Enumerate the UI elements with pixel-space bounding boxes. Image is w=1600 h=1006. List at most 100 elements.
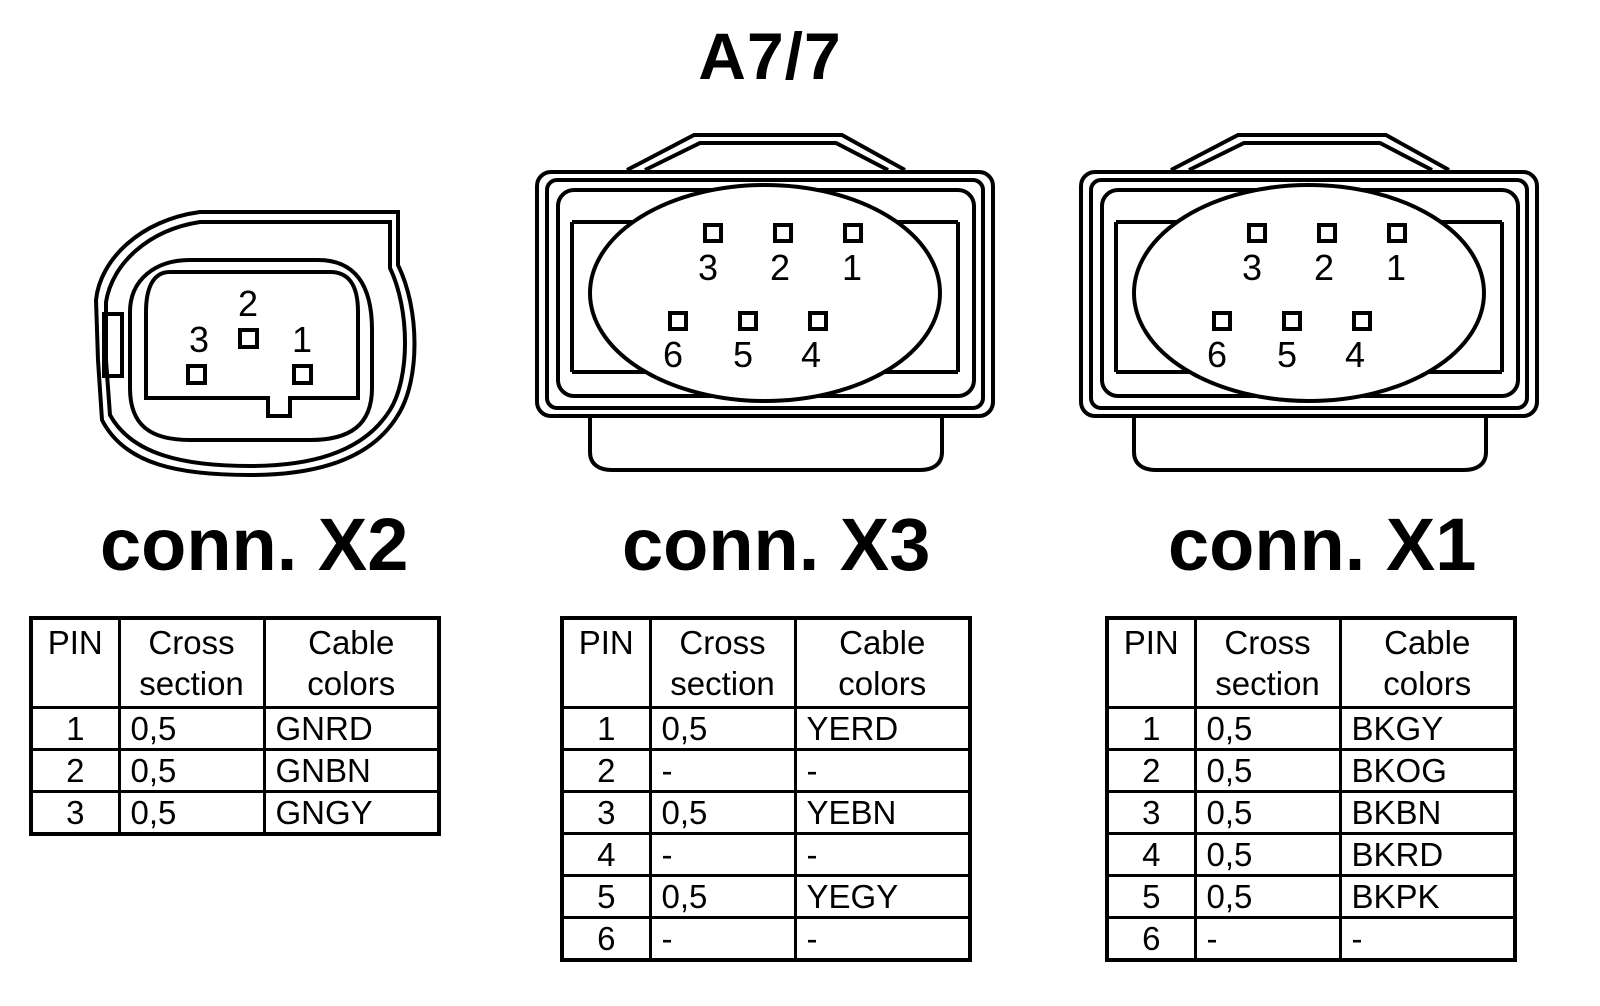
- cross-section-cell: 0,5: [1193, 790, 1342, 835]
- pin-cell: 1: [560, 706, 652, 751]
- connector-x2-pin-labels: 2 3 1: [189, 283, 312, 360]
- x1-pin-label-4: 4: [1345, 334, 1365, 375]
- cable-color-cell: BKPK: [1338, 874, 1517, 919]
- cable-color-cell: GNBN: [262, 748, 441, 793]
- cross-section-cell: -: [1193, 916, 1342, 962]
- x3-pin-5-terminal: [738, 311, 758, 331]
- x3-pin-label-5: 5: [733, 334, 753, 375]
- x1-pin-label-2: 2: [1314, 247, 1334, 288]
- table-row: 4--: [560, 832, 972, 877]
- cable-color-cell: BKBN: [1338, 790, 1517, 835]
- x2-pin-cavity: [144, 270, 360, 418]
- x3-outer-body: [535, 170, 995, 418]
- x3-bottom-skirt: [588, 416, 944, 472]
- cable-color-cell: BKRD: [1338, 832, 1517, 877]
- cable-color-cell: GNRD: [262, 706, 441, 751]
- cable-color-cell: -: [793, 832, 972, 877]
- pin-cell: 3: [1105, 790, 1197, 835]
- x3-pin-label-6: 6: [663, 334, 683, 375]
- cable-color-cell: YEGY: [793, 874, 972, 919]
- x3-inner-body: [545, 178, 985, 410]
- pin-cell: 3: [29, 790, 121, 836]
- cable-color-cell: YERD: [793, 706, 972, 751]
- x1-bottom-skirt: [1132, 416, 1488, 472]
- x3-pin-label-1: 1: [842, 247, 862, 288]
- cross-section-cell: 0,5: [117, 748, 266, 793]
- pin-cell: 2: [29, 748, 121, 793]
- cross-section-cell: 0,5: [648, 706, 797, 751]
- table-row: 6--: [1105, 916, 1517, 962]
- x2-pin-label-3: 3: [189, 319, 209, 360]
- cross-section-cell: 0,5: [648, 790, 797, 835]
- connector-x3-drawing: [535, 133, 995, 472]
- x1-oval-face: [1132, 183, 1486, 403]
- cross-section-cell: 0,5: [1193, 748, 1342, 793]
- cable-color-cell: YEBN: [793, 790, 972, 835]
- header-pin: PIN: [560, 616, 652, 709]
- cross-section-cell: -: [648, 916, 797, 962]
- cable-color-cell: BKGY: [1338, 706, 1517, 751]
- connector-x3-label: conn. X3: [622, 503, 931, 586]
- x3-top-tab-inner: [644, 141, 889, 172]
- x1-pin-label-3: 3: [1242, 247, 1262, 288]
- pin-cell: 4: [560, 832, 652, 877]
- cross-section-cell: 0,5: [1193, 832, 1342, 877]
- pin-cell: 5: [1105, 874, 1197, 919]
- x2-pin-3-terminal: [186, 364, 207, 385]
- cable-color-cell: GNGY: [262, 790, 441, 836]
- cross-section-cell: -: [648, 832, 797, 877]
- x3-top-tab: [626, 133, 906, 172]
- x1-pin-label-6: 6: [1207, 334, 1227, 375]
- x2-pin-2-terminal: [238, 328, 259, 349]
- cross-section-cell: -: [648, 748, 797, 793]
- cross-section-cell: 0,5: [117, 706, 266, 751]
- x1-pin-6-terminal: [1212, 311, 1232, 331]
- x2-inner-frame: [128, 258, 374, 442]
- x3-pin-1-terminal: [843, 223, 863, 243]
- x2-pin-label-2: 2: [238, 283, 258, 324]
- cable-color-cell: BKOG: [1338, 748, 1517, 793]
- connector-x1-pin-labels: 3 2 1 6 5 4: [1207, 247, 1406, 375]
- x1-pin-4-terminal: [1352, 311, 1372, 331]
- x3-pin-2-terminal: [773, 223, 793, 243]
- x3-pin-label-4: 4: [801, 334, 821, 375]
- header-pin: PIN: [29, 616, 121, 709]
- x1-top-tab: [1170, 133, 1450, 172]
- pin-cell: 6: [1105, 916, 1197, 962]
- cable-color-cell: -: [1338, 916, 1517, 962]
- x1-outer-body: [1079, 170, 1539, 418]
- diagram-title: A7/7: [698, 19, 842, 93]
- pin-cell: 2: [560, 748, 652, 793]
- x1-pin-5-terminal: [1282, 311, 1302, 331]
- cross-section-cell: 0,5: [648, 874, 797, 919]
- connector-x1-drawing: [1079, 133, 1539, 472]
- x3-pin-4-terminal: [808, 311, 828, 331]
- cable-color-cell: -: [793, 748, 972, 793]
- pin-cell: 1: [1105, 706, 1197, 751]
- table-row: 2--: [560, 748, 972, 793]
- cross-section-cell: 0,5: [117, 790, 266, 836]
- x3-pin-label-3: 3: [698, 247, 718, 288]
- x2-side-latch: [102, 312, 124, 378]
- x1-pin-2-terminal: [1317, 223, 1337, 243]
- table-row: 6--: [560, 916, 972, 962]
- x1-pin-1-terminal: [1387, 223, 1407, 243]
- connector-x2-label: conn. X2: [100, 503, 409, 586]
